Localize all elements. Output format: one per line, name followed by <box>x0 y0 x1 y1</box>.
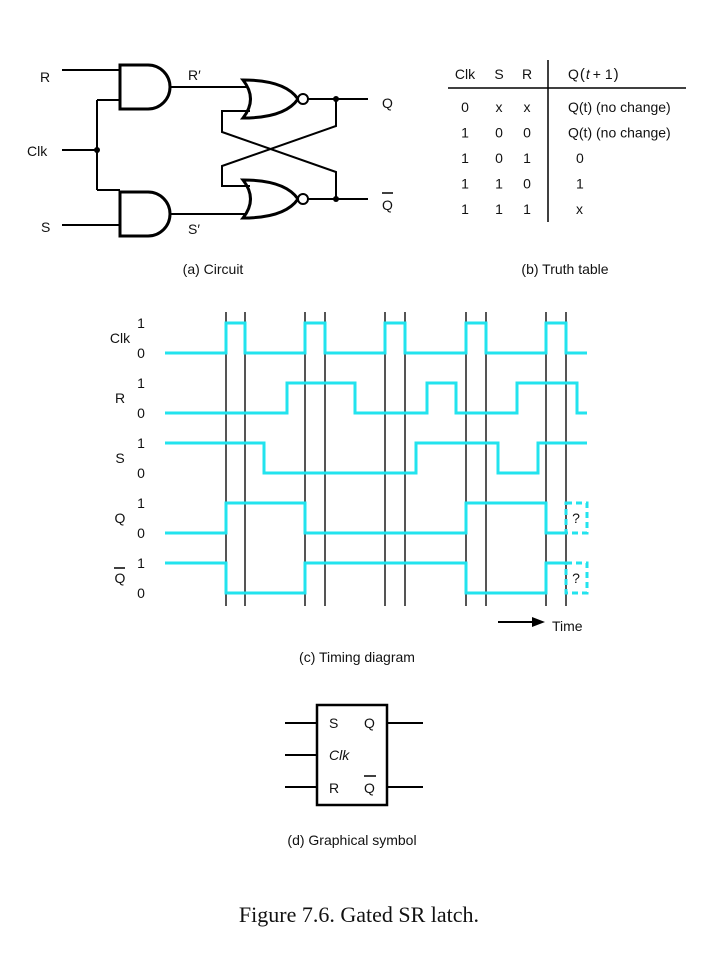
th-close-paren: ) <box>614 66 619 83</box>
label-clk-input: Clk <box>27 143 48 159</box>
figure-title: Figure 7.6. Gated SR latch. <box>239 902 479 927</box>
truth-table-cell: 1 <box>461 125 469 141</box>
time-arrow-icon <box>532 617 545 627</box>
level-zero-label: 0 <box>137 465 145 481</box>
label-r-prime: R′ <box>188 67 201 83</box>
feedback-q-to-bottom <box>221 99 337 187</box>
symbol-label-clk: Clk <box>329 747 350 763</box>
and-gate-bottom <box>118 190 172 238</box>
signal-name: Q <box>115 510 126 526</box>
nor-gate-bottom <box>239 178 300 220</box>
truth-table-cell: 0 <box>461 99 469 115</box>
th-plus-one: + 1 <box>593 66 613 82</box>
waveform-0 <box>165 321 587 355</box>
truth-table-cell: 1 <box>461 201 469 217</box>
truth-table-cell: 0 <box>523 176 531 192</box>
label-s-prime: S′ <box>188 221 200 237</box>
feedback-qbar-to-top <box>221 110 337 199</box>
th-t: t <box>586 66 591 82</box>
level-zero-label: 0 <box>137 585 145 601</box>
truth-table-cell: 1 <box>495 201 503 217</box>
level-zero-label: 0 <box>137 525 145 541</box>
th-s: S <box>494 66 503 82</box>
level-one-label: 1 <box>137 435 145 451</box>
symbol-label-qbar: Q <box>364 780 375 796</box>
truth-table-cell: 1 <box>495 176 503 192</box>
symbol-label-s: S <box>329 715 338 731</box>
level-one-label: 1 <box>137 375 145 391</box>
waveform-3 <box>165 501 566 535</box>
unknown-state-box <box>564 501 589 535</box>
th-clk: Clk <box>455 66 476 82</box>
unknown-state-mark: ? <box>572 510 580 526</box>
label-r-input: R <box>40 69 50 85</box>
truth-table-cell: 1 <box>576 176 584 192</box>
truth-table-cell: 1 <box>461 150 469 166</box>
timing-gridlines <box>225 312 567 606</box>
latch-symbol-box <box>315 703 389 807</box>
truth-table-cell: 0 <box>576 150 584 166</box>
nor-bottom-bubble <box>297 193 309 205</box>
nor-gate-top <box>239 78 300 120</box>
signal-name: Q <box>115 570 126 586</box>
unknown-state-box <box>564 561 589 595</box>
th-q-next: Q(t+ 1) <box>568 66 619 83</box>
and-gate-top <box>118 63 172 111</box>
circuit-diagram: R Clk S R′ S′ Q Q (a) Circuit <box>27 63 393 277</box>
th-open-paren: ( <box>580 66 585 83</box>
nor-top-bubble <box>297 93 309 105</box>
signal-name: R <box>115 390 125 406</box>
truth-table-cell: Q(t) (no change) <box>568 125 671 141</box>
symbol-label-q: Q <box>364 715 375 731</box>
level-zero-label: 0 <box>137 405 145 421</box>
truth-table-cell: x <box>496 99 503 115</box>
truth-table-cell: Q(t) (no change) <box>568 99 671 115</box>
waveform-2 <box>165 441 587 475</box>
th-r: R <box>522 66 532 82</box>
latch-symbol: S Q Clk R Q (d) Graphical symbol <box>285 703 423 848</box>
truth-table-cell: 0 <box>523 125 531 141</box>
truth-table-cell: 1 <box>523 150 531 166</box>
signal-name: S <box>115 450 124 466</box>
unknown-state-mark: ? <box>572 570 580 586</box>
caption-symbol: (d) Graphical symbol <box>287 832 416 848</box>
caption-truth-table: (b) Truth table <box>521 261 608 277</box>
truth-table-cell: 1 <box>523 201 531 217</box>
caption-circuit: (a) Circuit <box>183 261 244 277</box>
level-one-label: 1 <box>137 315 145 331</box>
truth-table-cell: 0 <box>495 125 503 141</box>
level-one-label: 1 <box>137 555 145 571</box>
label-q-output: Q <box>382 95 393 111</box>
caption-timing: (c) Timing diagram <box>299 649 415 665</box>
timing-waveforms: ?? <box>165 321 589 595</box>
truth-table-cell: x <box>524 99 531 115</box>
signal-name: Clk <box>110 330 131 346</box>
clk-junction-dot <box>94 147 100 153</box>
symbol-label-r: R <box>329 780 339 796</box>
waveform-4 <box>165 561 566 595</box>
label-qbar-output: Q <box>382 197 393 213</box>
time-label: Time <box>552 618 583 634</box>
level-one-label: 1 <box>137 495 145 511</box>
truth-table-cell: x <box>576 201 583 217</box>
label-s-input: S <box>41 219 50 235</box>
level-zero-label: 0 <box>137 345 145 361</box>
th-q: Q <box>568 66 579 82</box>
truth-table-cell: 1 <box>461 176 469 192</box>
truth-table-cell: 0 <box>495 150 503 166</box>
waveform-1 <box>165 381 587 415</box>
